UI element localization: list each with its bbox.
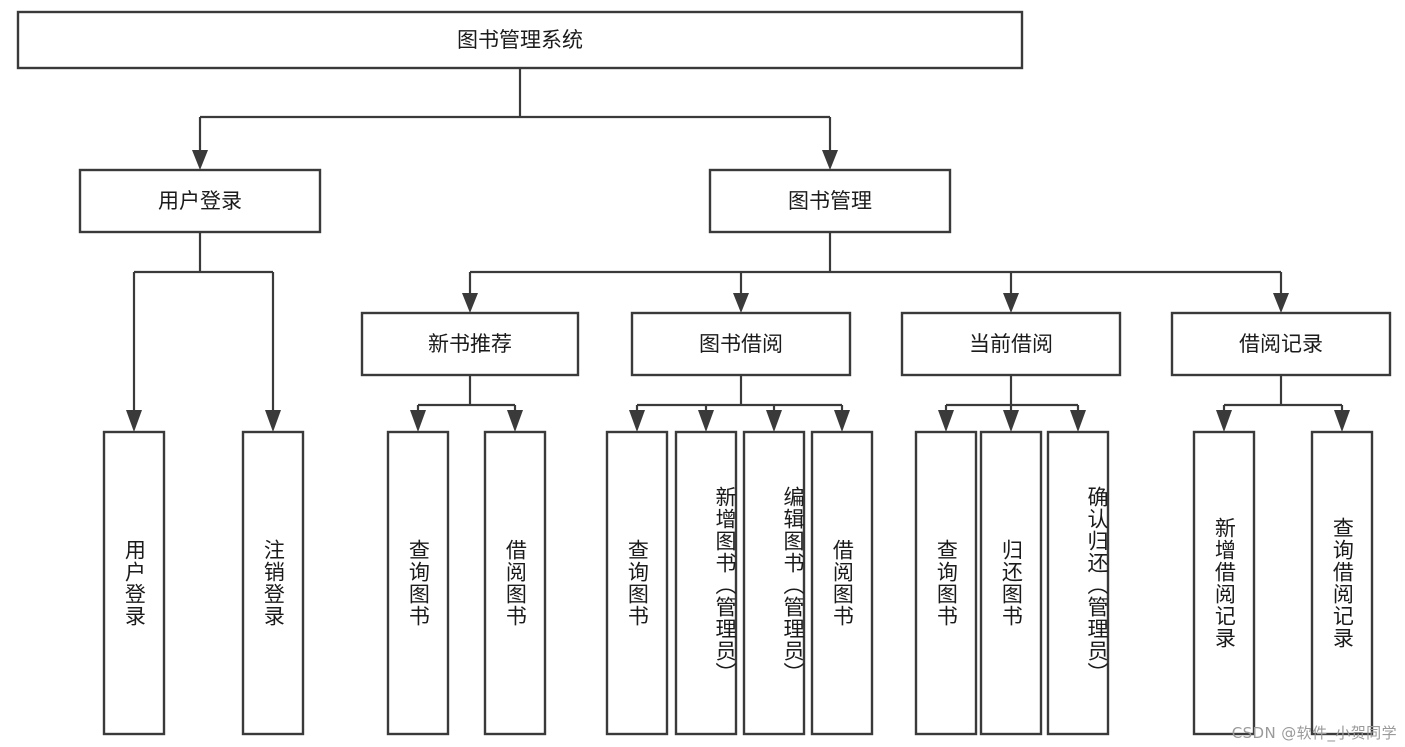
leaf-query-book-2-box[interactable] [605, 430, 669, 736]
leaf-borrow-book-2-box[interactable] [810, 430, 874, 736]
arrow-to-new-book-recommend [462, 293, 478, 313]
arrow-to-book-borrow [733, 293, 749, 313]
node-book-manage-label: 图书管理 [788, 189, 872, 213]
leaf-add-record-box[interactable] [1192, 430, 1256, 736]
arrow-leaf-query-book-2 [629, 410, 645, 432]
csdn-watermark: CSDN @软件_小贺同学 [1231, 724, 1397, 742]
leaf-return-book-box[interactable] [979, 430, 1043, 736]
arrow-leaf-query-book-3 [938, 410, 954, 432]
connector-layer [126, 68, 1350, 432]
arrow-to-user-login [192, 150, 208, 170]
arrow-to-book-manage [822, 150, 838, 170]
node-root-box[interactable] [16, 10, 1024, 70]
arrow-leaf-query-book-1 [410, 410, 426, 432]
node-borrow-record-label: 借阅记录 [1239, 332, 1323, 356]
node-user-login-label: 用户登录 [158, 189, 242, 213]
arrow-leaf-return-book [1003, 410, 1019, 432]
arrow-leaf-edit-book [766, 410, 782, 432]
node-user-login-box[interactable] [78, 168, 322, 234]
leaf-add-book-box[interactable] [674, 430, 738, 736]
leaf-query-record-box[interactable] [1310, 430, 1374, 736]
arrow-leaf-borrow-book-1 [507, 410, 523, 432]
arrow-to-current-borrow [1003, 293, 1019, 313]
leaf-borrow-book-1-box[interactable] [483, 430, 547, 736]
leaf-query-book-3-box[interactable] [914, 430, 978, 736]
node-book-borrow-label: 图书借阅 [699, 332, 783, 356]
leaf-logout-login-box[interactable] [241, 430, 305, 736]
node-current-borrow-box[interactable] [900, 311, 1122, 377]
arrow-leaf-add-record [1216, 410, 1232, 432]
leaf-confirm-return-box[interactable] [1046, 430, 1110, 736]
node-current-borrow-label: 当前借阅 [969, 332, 1053, 356]
arrow-leaf-add-book [698, 410, 714, 432]
node-root-label: 图书管理系统 [457, 28, 583, 52]
node-new-book-recommend-box[interactable] [360, 311, 580, 377]
node-book-borrow-box[interactable] [630, 311, 852, 377]
arrow-leaf-borrow-book-2 [834, 410, 850, 432]
arrow-leaf-query-record [1334, 410, 1350, 432]
arrow-leaf-confirm-return [1070, 410, 1086, 432]
node-new-book-recommend-label: 新书推荐 [428, 332, 512, 356]
node-book-manage-box[interactable] [708, 168, 952, 234]
arrow-leaf-logout-login [265, 410, 281, 432]
leaf-query-book-1-box[interactable] [386, 430, 450, 736]
leaf-edit-book-box[interactable] [742, 430, 806, 736]
node-layer: 图书管理系统 用户登录 图书管理 新书推荐 图书借阅 当前借阅 借阅记录 [16, 10, 1392, 736]
arrow-to-borrow-record [1273, 293, 1289, 313]
arrow-leaf-user-login [126, 410, 142, 432]
leaf-user-login-box[interactable] [102, 430, 166, 736]
node-borrow-record-box[interactable] [1170, 311, 1392, 377]
